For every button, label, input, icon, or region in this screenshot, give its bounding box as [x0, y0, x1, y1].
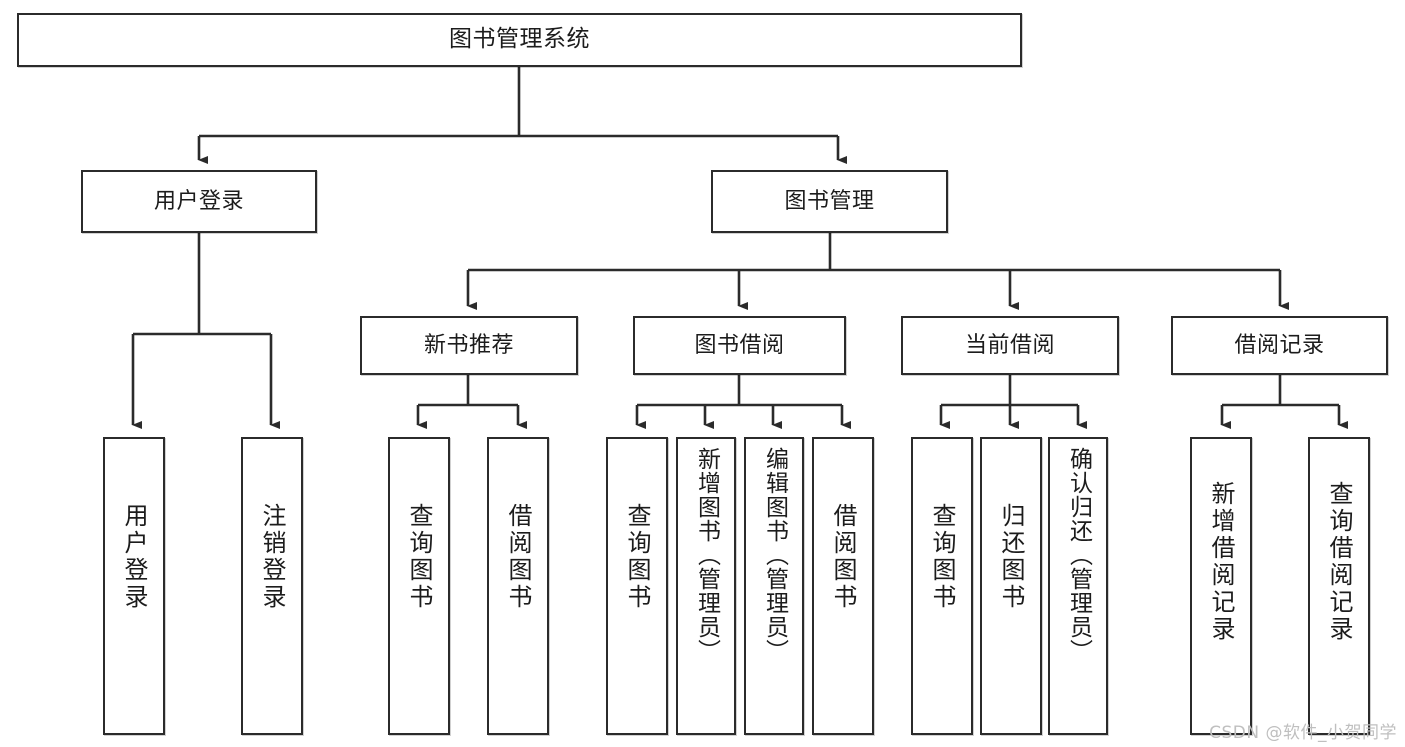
- node-current-borrow[interactable]: 当前借阅: [901, 316, 1119, 375]
- node-label: 新书推荐: [423, 332, 514, 358]
- leaf-query-borrow-record[interactable]: 查询借阅记录: [1308, 437, 1370, 735]
- node-label: 归还图书: [997, 503, 1025, 611]
- leaf-borrow-book[interactable]: 借阅图书: [812, 437, 874, 735]
- node-label: 借阅图书: [829, 503, 857, 611]
- node-label: 当前借阅: [964, 332, 1055, 358]
- node-user-login[interactable]: 用户登录: [81, 170, 317, 233]
- node-label: 图书管理: [784, 188, 875, 214]
- node-label: 借阅图书: [504, 503, 532, 611]
- node-label: 图书管理系统: [449, 26, 590, 53]
- node-book-borrow[interactable]: 图书借阅: [633, 316, 846, 375]
- node-new-book-recommend[interactable]: 新书推荐: [360, 316, 578, 375]
- node-borrow-record[interactable]: 借阅记录: [1171, 316, 1388, 375]
- node-label: 新增借阅记录: [1207, 481, 1235, 643]
- leaf-add-book-admin[interactable]: 新增图书（管理员）: [676, 437, 736, 735]
- node-label: 用户登录: [153, 188, 244, 214]
- node-label: 编辑图书（管理员）: [761, 447, 788, 663]
- node-label: 确认归还（管理员）: [1065, 447, 1092, 663]
- leaf-logout[interactable]: 注销登录: [241, 437, 303, 735]
- leaf-query-book-current[interactable]: 查询图书: [911, 437, 973, 735]
- csdn-watermark: CSDN @软件_小贺同学: [1209, 723, 1397, 743]
- node-label: 查询图书: [405, 503, 433, 611]
- node-label: 用户登录: [120, 503, 148, 611]
- node-label: 查询借阅记录: [1325, 481, 1353, 643]
- leaf-confirm-return-admin[interactable]: 确认归还（管理员）: [1048, 437, 1108, 735]
- node-label: 图书借阅: [694, 332, 785, 358]
- leaf-add-borrow-record[interactable]: 新增借阅记录: [1190, 437, 1252, 735]
- leaf-borrow-book-new[interactable]: 借阅图书: [487, 437, 549, 735]
- node-book-management[interactable]: 图书管理: [711, 170, 948, 233]
- node-label: 新增图书（管理员）: [693, 447, 720, 663]
- node-root-system[interactable]: 图书管理系统: [17, 13, 1022, 67]
- leaf-edit-book-admin[interactable]: 编辑图书（管理员）: [744, 437, 804, 735]
- node-label: 查询图书: [928, 503, 956, 611]
- leaf-query-book-new[interactable]: 查询图书: [388, 437, 450, 735]
- leaf-query-book-borrow[interactable]: 查询图书: [606, 437, 668, 735]
- node-label: 查询图书: [623, 503, 651, 611]
- leaf-user-login[interactable]: 用户登录: [103, 437, 165, 735]
- node-label: 注销登录: [258, 503, 286, 611]
- leaf-return-book[interactable]: 归还图书: [980, 437, 1042, 735]
- node-label: 借阅记录: [1234, 332, 1325, 358]
